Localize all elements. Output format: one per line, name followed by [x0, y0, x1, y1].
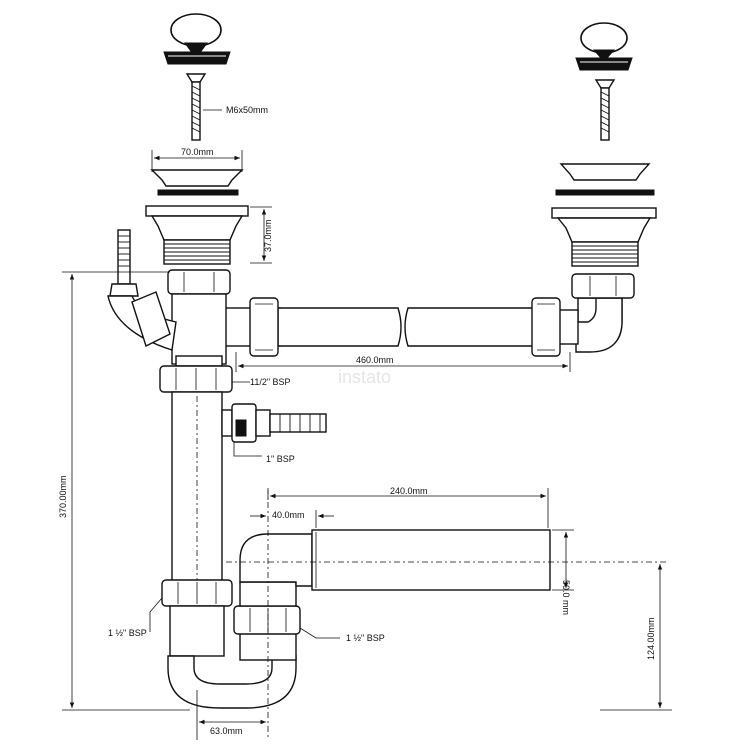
left-strainer-body: [145, 205, 249, 265]
watermark: instato: [338, 367, 391, 387]
trap-width-label: 63.0mm: [210, 726, 243, 736]
left-basket-plug: [163, 13, 231, 65]
trap-left-thread-label: 1 ½" BSP: [108, 628, 147, 638]
offset-label: 40.0mm: [272, 510, 305, 520]
total-height-label: 370.00mm: [58, 475, 68, 518]
vertical-standpipe: [171, 391, 223, 583]
left-tee-fitting: [167, 269, 231, 367]
side-hose-inlet: [221, 403, 327, 443]
outlet-pipe: [311, 529, 551, 591]
outlet-height-label: 124.00mm: [646, 617, 656, 660]
hose-thread-label: 1" BSP: [266, 454, 295, 464]
u-bend-trap: [167, 605, 297, 709]
outlet-diameter-label: 50.0 mm: [561, 580, 571, 615]
outlet-length-label: 240.0mm: [390, 486, 428, 496]
trap-right-nut: [233, 605, 301, 635]
right-strainer-flange: [555, 163, 655, 196]
right-strainer-body: [551, 207, 657, 267]
overflow-length-label: 460.0mm: [356, 355, 394, 365]
right-basket-plug: [575, 22, 633, 71]
right-screw: [594, 79, 616, 141]
main-outlet-nut: [159, 365, 233, 393]
strainer-width-label: 70.0mm: [181, 147, 214, 157]
angled-appliance-inlet: [107, 229, 177, 351]
strainer-height-label: 37.0mm: [263, 219, 273, 252]
screw-size-label: M6x50mm: [226, 105, 268, 115]
main-thread-label: 11/2" BSP: [250, 377, 291, 387]
outlet-riser: [239, 533, 313, 607]
left-strainer-flange: [150, 169, 244, 196]
trap-right-thread-label: 1 ½" BSP: [346, 633, 385, 643]
overflow-pipe: [219, 297, 579, 357]
right-elbow: [571, 273, 635, 353]
left-screw: [185, 73, 207, 141]
trap-left-nut: [161, 579, 233, 607]
